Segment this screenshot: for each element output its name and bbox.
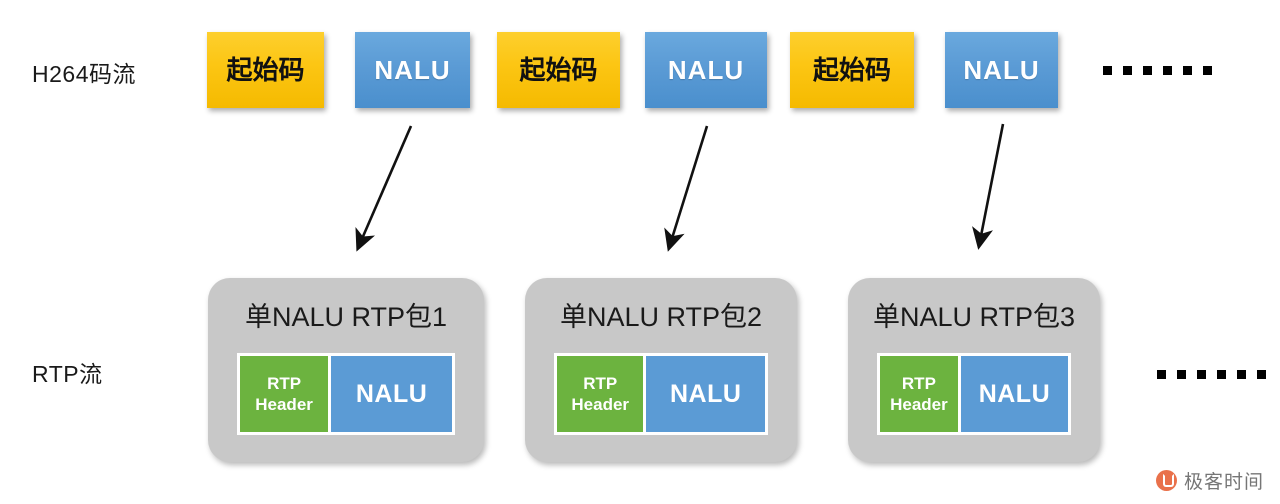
rtp-packet-2: 单NALU RTP包2 RTP Header NALU <box>525 278 797 462</box>
rtp-header-line1: RTP <box>901 373 936 393</box>
h264-start-code-block-3: 起始码 <box>790 32 914 108</box>
rtp-packet-1: 单NALU RTP包1 RTP Header NALU <box>208 278 484 462</box>
rtp-header-line2: Header <box>571 395 630 414</box>
ellipsis-dot <box>1237 370 1246 379</box>
nalu-payload-field: NALU <box>960 356 1068 432</box>
nalu-label: NALU <box>667 55 745 85</box>
h264-nalu-block-2: NALU <box>645 32 767 108</box>
nalu-payload-label: NALU <box>355 379 428 408</box>
ellipsis-dot <box>1123 66 1132 75</box>
rtp-packet-fields: RTP Header NALU <box>877 353 1071 435</box>
ellipsis-dot <box>1203 66 1212 75</box>
rtp-header-field: RTP Header <box>240 356 332 432</box>
rtp-header-field: RTP Header <box>880 356 961 432</box>
watermark-label: 极客时间 <box>1183 472 1264 493</box>
rtp-stream-continuation-ellipsis <box>1157 370 1266 379</box>
h264-stream-label: H264码流 <box>32 61 136 87</box>
h264-start-code-block-1: 起始码 <box>207 32 324 108</box>
ellipsis-dot <box>1103 66 1112 75</box>
nalu-label: NALU <box>963 55 1040 85</box>
h264-nalu-block-1: NALU <box>355 32 470 108</box>
rtp-packet-fields: RTP Header NALU <box>554 353 768 435</box>
rtp-header-line2: Header <box>255 395 313 414</box>
nalu-payload-label: NALU <box>978 379 1051 408</box>
nalu-label: NALU <box>374 55 451 85</box>
nalu-payload-label: NALU <box>670 379 742 408</box>
rtp-packet-3: 单NALU RTP包3 RTP Header NALU <box>848 278 1100 462</box>
ellipsis-dot <box>1257 370 1266 379</box>
ellipsis-dot <box>1177 370 1186 379</box>
ellipsis-dot <box>1157 370 1166 379</box>
rtp-packet-title: 单NALU RTP包3 <box>872 302 1076 332</box>
h264-start-code-block-2: 起始码 <box>497 32 620 108</box>
rtp-header-line1: RTP <box>267 373 302 393</box>
ellipsis-dot <box>1183 66 1192 75</box>
start-code-label: 起始码 <box>812 55 891 85</box>
nalu-payload-field: NALU <box>646 356 765 432</box>
rtp-packet-title: 单NALU RTP包1 <box>244 302 448 332</box>
arrow-nalu-1-to-packet-1 <box>355 125 413 252</box>
start-code-label: 起始码 <box>519 55 598 85</box>
ellipsis-dot <box>1143 66 1152 75</box>
ellipsis-dot <box>1197 370 1206 379</box>
h264-nalu-block-3: NALU <box>945 32 1058 108</box>
h264-stream-continuation-ellipsis <box>1103 66 1212 75</box>
rtp-packet-title: 单NALU RTP包2 <box>559 302 763 332</box>
watermark: 极客时间 <box>1155 467 1264 494</box>
rtp-header-field: RTP Header <box>557 356 647 432</box>
nalu-payload-field: NALU <box>331 356 452 432</box>
rtp-packet-fields: RTP Header NALU <box>237 353 455 435</box>
geektime-logo-icon <box>1155 470 1177 491</box>
rtp-header-line2: Header <box>890 395 948 414</box>
rtp-header-line1: RTP <box>583 373 618 393</box>
ellipsis-dot <box>1163 66 1172 75</box>
rtp-stream-label: RTP流 <box>32 361 103 387</box>
arrow-nalu-2-to-packet-2 <box>664 125 709 252</box>
arrow-nalu-3-to-packet-3 <box>972 123 1005 250</box>
start-code-label: 起始码 <box>226 55 305 85</box>
ellipsis-dot <box>1217 370 1226 379</box>
